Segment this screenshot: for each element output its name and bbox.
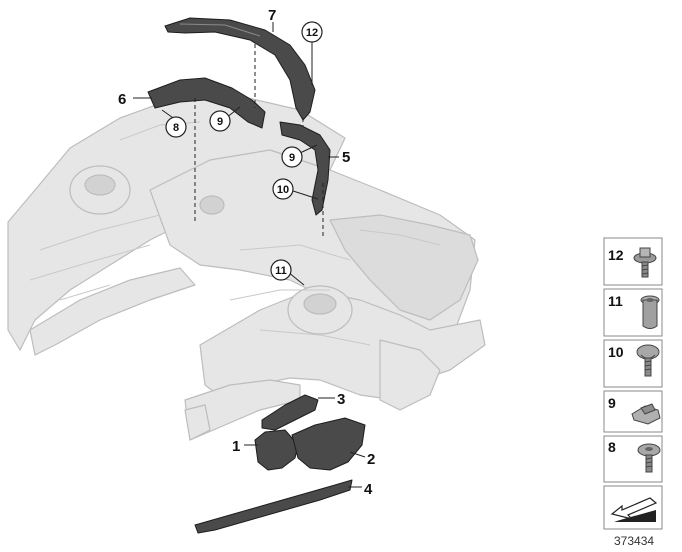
center-opening — [199, 195, 225, 215]
part-5-bracket — [279, 121, 331, 216]
circled-callouts: 12 8 9 9 10 11 — [165, 21, 323, 281]
legend-num-9: 9 — [608, 395, 616, 411]
dark-parts — [147, 17, 366, 534]
legend-num-11: 11 — [608, 293, 623, 309]
part-1-bracket — [254, 429, 299, 471]
circled-9-left: 9 — [217, 116, 223, 128]
circled-8: 8 — [173, 122, 179, 134]
callout-2: 2 — [367, 451, 375, 468]
rivet-nut-icon — [640, 295, 660, 329]
callout-6: 6 — [118, 91, 126, 108]
reference-arrow-icon — [610, 497, 658, 522]
circled-10: 10 — [277, 184, 289, 196]
callout-4: 4 — [364, 481, 373, 498]
torx-screw-icon — [637, 443, 661, 473]
body-detail-lines — [29, 121, 441, 346]
part-6-bracket — [147, 77, 266, 129]
circle-8 — [165, 116, 187, 138]
right-strut-hole — [303, 293, 337, 315]
left-strut-hole — [84, 174, 116, 196]
callout-1: 1 — [232, 438, 240, 455]
legend-num-12: 12 — [608, 247, 624, 263]
lower-right-body — [379, 339, 441, 411]
circle-10 — [272, 178, 294, 200]
right-cowl-structure — [329, 214, 479, 321]
circle-12 — [301, 21, 323, 43]
fastener-legend: 12 11 10 9 — [603, 237, 663, 530]
part-7-highlight — [179, 23, 261, 37]
leader-lines — [133, 22, 366, 488]
part-2-bracket — [291, 417, 366, 471]
car-body-front-structure — [7, 94, 486, 441]
circled-9-right: 9 — [289, 152, 295, 164]
part-4-underbody-strip — [194, 479, 353, 534]
callout-5: 5 — [342, 149, 350, 166]
callout-3: 3 — [337, 391, 345, 408]
flange-bolt-icon — [633, 247, 657, 278]
diagram-reference-number: 373434 — [614, 534, 654, 548]
collar-screw-icon — [636, 344, 660, 377]
circled-11: 11 — [275, 265, 287, 277]
circle-9b — [281, 146, 303, 168]
legend-num-10: 10 — [608, 344, 624, 360]
clip-nut-icon — [631, 403, 661, 425]
callout-7: 7 — [268, 7, 276, 24]
circle-9a — [209, 110, 231, 132]
circled-12: 12 — [306, 27, 318, 39]
legend-num-8: 8 — [608, 439, 616, 455]
lower-left-rail-end — [184, 404, 211, 441]
assembly-dash-lines — [194, 44, 324, 236]
left-longitudinal — [29, 267, 196, 356]
circle-11 — [270, 259, 292, 281]
part-3-support — [261, 394, 319, 431]
